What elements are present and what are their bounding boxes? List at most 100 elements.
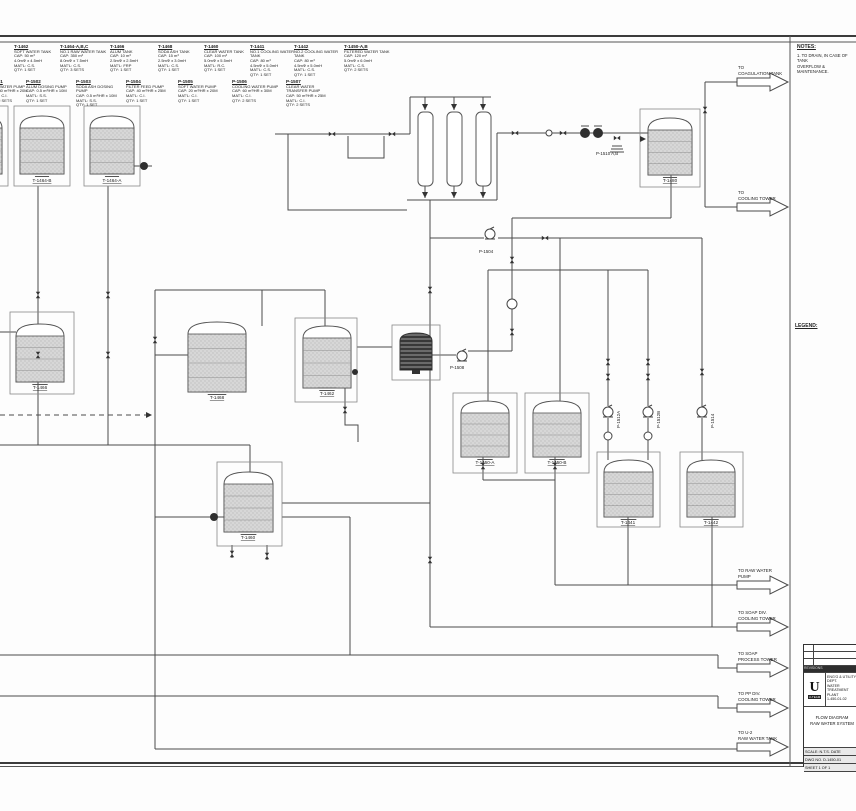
valve-icon [229, 550, 235, 558]
arrow-label: TO [738, 190, 745, 195]
valve-icon [613, 135, 621, 141]
pump-tag-p1512a: P-1512A [616, 411, 621, 428]
arrow-label: COOLING TOWER [738, 697, 776, 702]
title-block-row1: SCALE: N.T.S. DATE [804, 748, 856, 756]
equipment-spec-lines: ALUM DOSING PUMP CAP: 0.5 m³/HR x 10M MA… [26, 83, 67, 103]
valve-icon [105, 351, 111, 359]
valve-icon [645, 358, 651, 366]
valve-icon [427, 556, 433, 564]
tank-t1464b: T-1464-B [13, 105, 71, 187]
pump-icon-dark [580, 128, 590, 138]
pump-icon-dark [593, 128, 603, 138]
tank-tag-t1460: T-1460 [241, 535, 256, 540]
flow-arrowhead [480, 192, 486, 198]
arrow-label: TO U-2 [738, 730, 753, 735]
equipment-tag: P-1507 [286, 79, 301, 84]
pump-icon-dark [140, 162, 148, 170]
drawing-title: FLOW DIAGRAM RAW WATER SYSTEM [804, 707, 856, 748]
equipment-tag: T-1442 [294, 44, 309, 49]
equipment-spec-lines: RAW WATER PUMP CAP: 30 m³/HR x 20M MAT'L… [0, 83, 28, 103]
tank-tag-t1462: T-1462 [320, 391, 335, 396]
equipment-spec-lines: CLEAR WATER TRANSFER PUMP CAP: 50 m³/HR … [286, 83, 326, 108]
equipment-spec-lines: FILTERED WATER TANK CAP: 120 m³ 5.0mΦ x … [344, 48, 390, 73]
instrument-icon [506, 298, 518, 310]
equipment-tag: T-1441 [250, 44, 265, 49]
piping [0, 81, 737, 750]
equipment-spec-lines: COOLING WATER PUMP CAP: 60 m³/HR x 30M M… [232, 83, 279, 103]
equipment-spec-lines: SODA ASH DOSING PUMP CAP: 0.5 m³/HR x 10… [76, 83, 117, 108]
flow-arrowhead [146, 412, 152, 418]
valve-icon [605, 373, 611, 381]
arrow-label: TO [738, 65, 745, 70]
equipment-spec-lines: SODA ASH TANK CAP: 15 m³ 2.5mΦ x 3.0mH M… [158, 48, 190, 73]
tank-tag-t1480: T-1480 [663, 178, 678, 183]
offsheet-arrow-3: TO SOAP DIV.COOLING TOWER [736, 610, 790, 637]
valve-icon [427, 286, 433, 294]
flow-arrowhead [422, 104, 428, 110]
equipment-tag: P-1501 [0, 79, 3, 84]
arrow-label: COAGULATION TANK [738, 71, 782, 76]
equipment-spec-lines: ALUM TANK CAP: 10 m³ 2.5mΦ x 2.5mH MAT'L… [110, 48, 139, 73]
tank-t1441: T-1441 [596, 451, 661, 528]
pump-tag-p1514: P-1514 [710, 413, 715, 428]
tank-t1450b: T-1450-B [524, 392, 590, 474]
arrow-label: TO RAW WATER [738, 568, 772, 573]
arrow-label: COOLING TOWER [738, 616, 776, 621]
arrow-label: PROCESS TOWER [738, 657, 777, 662]
tank-t1450a: T-1450-A [452, 392, 518, 474]
tank-partial [0, 105, 9, 187]
equipment-tag: P-1504 [126, 79, 141, 84]
tank-t1464a: T-1464-A [83, 105, 141, 187]
arrow-label: COOLING TOWER [738, 196, 776, 201]
equipment-tag: P-1506 [232, 79, 247, 84]
flow-arrowhead [451, 104, 457, 110]
flow-arrowhead [480, 104, 486, 110]
tank-tag-t1464a: T-1464-A [103, 178, 123, 183]
valve-icon [559, 130, 567, 136]
instrument-icon [545, 129, 553, 137]
sheet-border [0, 35, 856, 767]
pump-icon [642, 406, 654, 418]
notes-block: NOTES: 1. TO DRAIN, IN CASE OF TANK OVER… [797, 44, 853, 74]
tank-tag-t1464b: T-1464-B [33, 178, 52, 183]
flow-arrowhead [640, 136, 646, 142]
legend-title: LEGEND: [795, 323, 818, 329]
equipment-tag: P-1502 [26, 79, 41, 84]
tank-tag-t1466: T-1466 [33, 385, 48, 390]
pump-icon-dark [352, 369, 358, 375]
equipment-spec-lines: FILTER FEED PUMP CAP: 40 m³/HR x 25M MAT… [126, 83, 166, 103]
instrument-icon [603, 431, 613, 441]
valve-icon [605, 358, 611, 366]
valve-icon [511, 130, 519, 136]
valve-icon [509, 328, 515, 336]
valve-icon [105, 291, 111, 299]
valve-icon [480, 462, 486, 470]
pump-tag-p1504: P-1504 [479, 249, 494, 254]
equipment-spec-block: P-1501RAW WATER PUMP CAP: 30 m³/HR x 20M… [0, 79, 35, 103]
pump-icon [456, 350, 468, 362]
equipment-spec-lines: NO.2 COOLING WATER TANK CAP: 80 m³ 4.5mΦ… [294, 48, 339, 78]
equipment-tag: T-1464-A,B,C [60, 44, 89, 49]
instrument-icon [643, 431, 653, 441]
filter-columns [391, 111, 492, 381]
equipment-tag: T-1466 [110, 44, 125, 49]
valve-icon [645, 373, 651, 381]
equipment-spec-lines: SOFT WATER PUMP CAP: 20 m³/HR x 20M MAT'… [178, 83, 218, 103]
equipment-spec-lines: SOFT WATER TANK CAP: 50 m³ 4.0mΦ x 4.5mH… [14, 48, 52, 73]
